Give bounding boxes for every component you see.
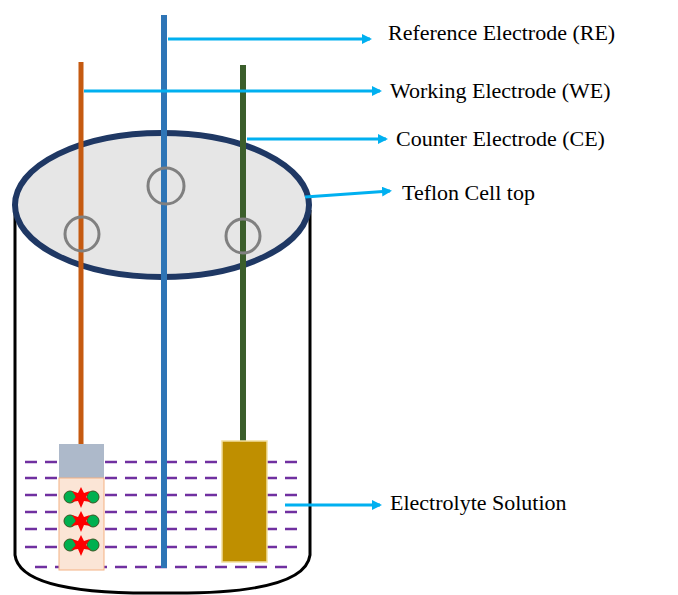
reference-electrode-rod [161,15,167,568]
port-ring [148,168,184,204]
working-electrode-holder [59,444,104,478]
callout-label: Working Electrode (WE) [390,79,611,103]
callout-label: Counter Electrode (CE) [396,127,605,151]
port-ring [65,217,99,251]
leader-arrows [84,39,390,505]
callout-label: Teflon Cell top [402,181,535,205]
catalyst-particles [64,487,99,556]
callout-label: Electrolyte Solution [390,491,567,515]
port-ring [226,219,260,253]
callout-label: Reference Electrode (RE) [388,21,615,45]
working-electrode-sample [59,478,104,570]
counter-electrode-plate [222,441,267,562]
working-electrode-rod [79,62,84,445]
